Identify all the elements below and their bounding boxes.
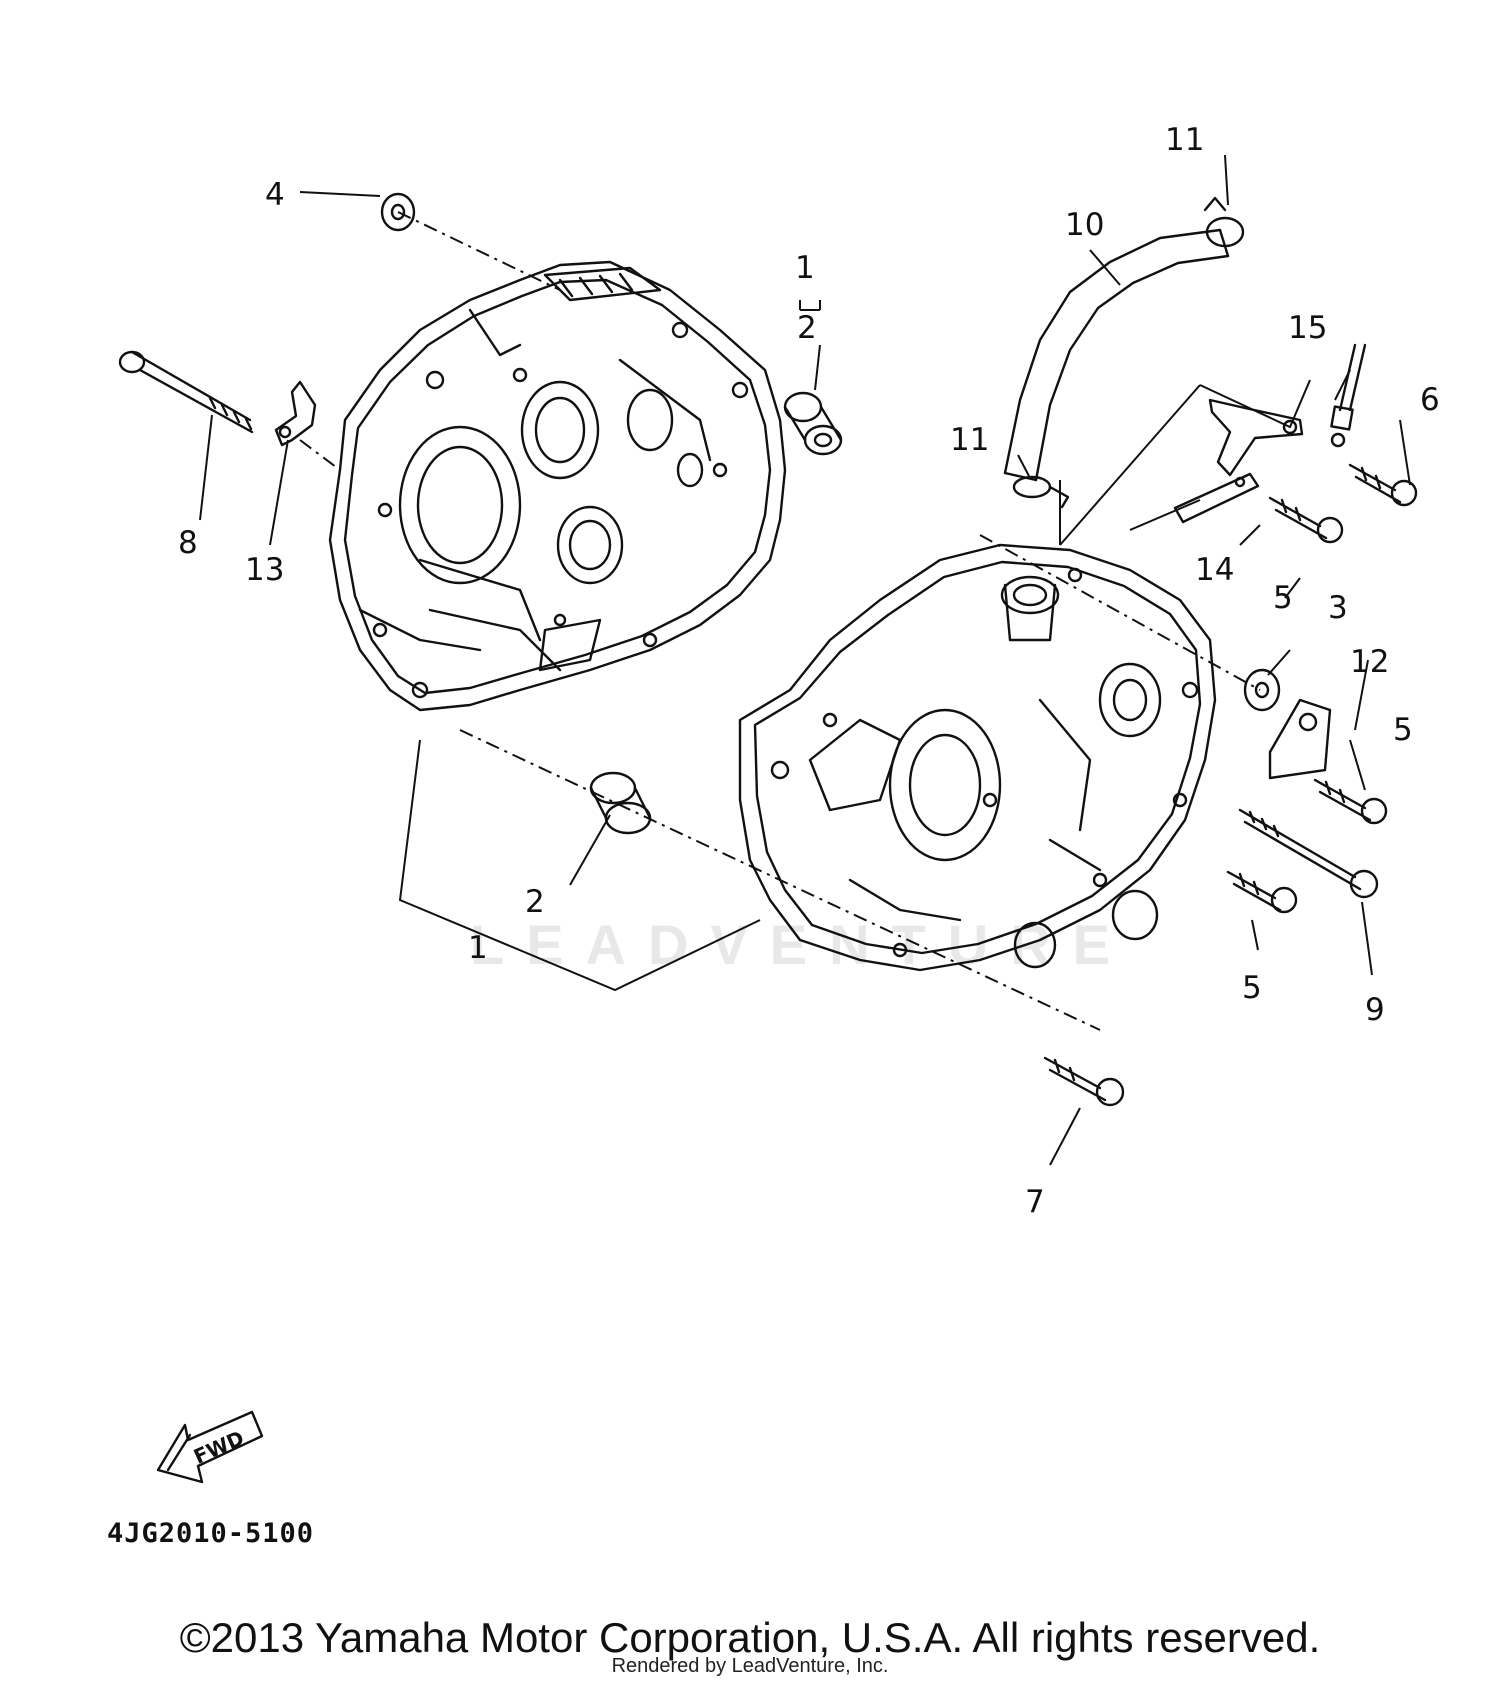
clamp-upper	[1205, 198, 1243, 246]
clamp-lower	[1014, 477, 1068, 507]
callout-label: 1	[795, 250, 815, 286]
bracket-12	[1270, 700, 1330, 778]
callout-label: 8	[178, 525, 198, 561]
callout-labels: 1 2 1 2 3 4 5 5 5 6 7 8 9 10 11 11 12 13…	[178, 122, 1440, 1469]
callout-label: 5	[1393, 712, 1413, 748]
leadventure-watermark: LEADVENTURE	[470, 913, 1133, 976]
dowel-pin-lower	[591, 773, 650, 833]
callout-label: 1	[468, 930, 488, 966]
right-crankcase-half	[740, 545, 1215, 970]
callout-label: 5	[1273, 580, 1293, 616]
callout-label: 2	[525, 884, 545, 920]
wire-terminal	[1331, 345, 1365, 446]
fwd-arrow-icon	[158, 1412, 262, 1482]
left-crankcase-half	[330, 262, 785, 710]
fwd-label: FWD	[190, 1426, 248, 1469]
bolt-5-middle	[1315, 780, 1386, 823]
callout-label: 12	[1350, 644, 1389, 680]
leader-lines	[200, 155, 1410, 1165]
washer-3	[1245, 670, 1279, 710]
bolt-5-lower	[1228, 872, 1296, 912]
dowel-pin-upper	[785, 393, 841, 454]
callout-label: 11	[950, 422, 989, 458]
bolt-long-8	[120, 352, 252, 432]
bracket-15	[1210, 400, 1302, 475]
bolt-long-9	[1240, 810, 1377, 897]
breather-hose	[1005, 230, 1228, 480]
bolt-5-upper	[1270, 498, 1342, 542]
bracket-13	[276, 382, 315, 445]
plate-14	[1175, 474, 1258, 522]
washer-4	[382, 194, 414, 230]
diagram-part-number: 4JG2010-5100	[107, 1518, 315, 1549]
callout-label: 10	[1065, 207, 1104, 243]
bolt-6	[1350, 465, 1416, 505]
callout-label: 3	[1328, 590, 1348, 626]
rendered-by-credit: Rendered by LeadVenture, Inc.	[611, 1655, 889, 1677]
callout-label: 4	[265, 177, 285, 213]
callout-label: 6	[1420, 382, 1440, 418]
callout-label: 13	[245, 552, 284, 588]
callout-label: 15	[1288, 310, 1327, 346]
callout-label: 2	[797, 310, 817, 346]
copyright-notice: ©2013 Yamaha Motor Corporation, U.S.A. A…	[179, 1614, 1321, 1661]
callout-label: 9	[1365, 992, 1385, 1028]
callout-label: 11	[1165, 122, 1204, 158]
callout-label: 14	[1195, 552, 1234, 588]
callout-label: 5	[1242, 970, 1262, 1006]
bolt-7	[1045, 1058, 1123, 1105]
callout-label: 7	[1025, 1184, 1045, 1220]
